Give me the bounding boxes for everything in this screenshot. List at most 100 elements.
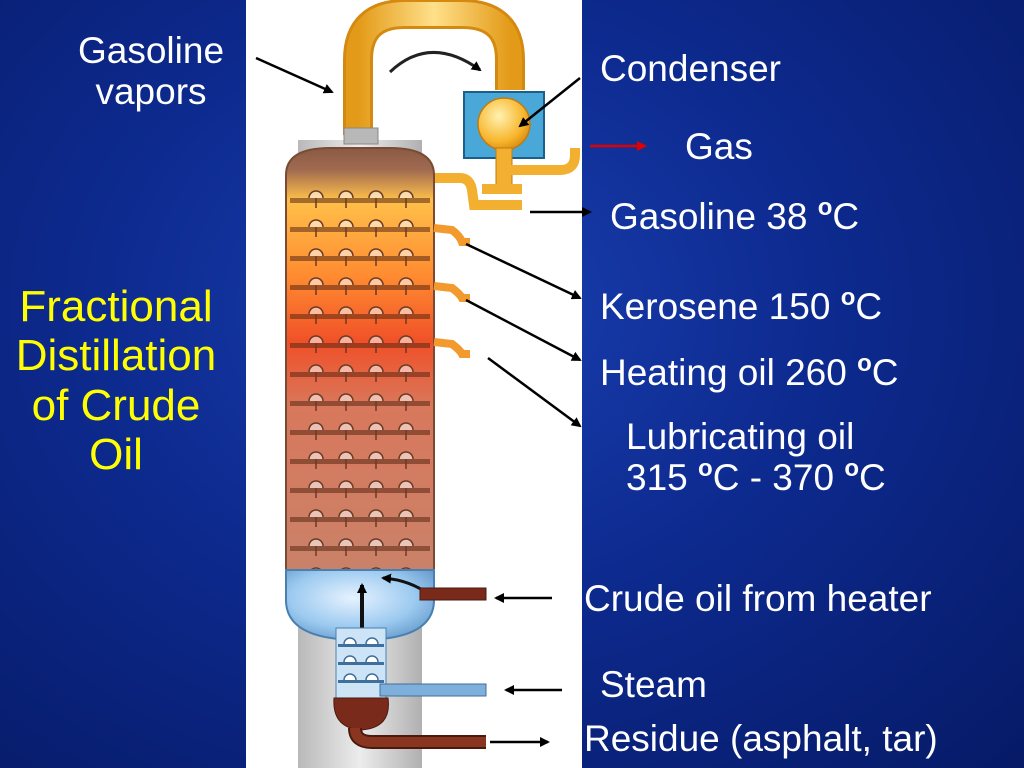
bubble-cap <box>308 364 324 373</box>
steam-inlet-pipe <box>379 683 487 697</box>
bubble-cap <box>308 190 324 199</box>
stripper-trays <box>338 637 384 683</box>
gasoline-pipe <box>425 173 522 210</box>
bubble-cap <box>368 451 384 460</box>
bubble-cap <box>338 277 354 286</box>
bubble-cap <box>398 509 414 518</box>
lubricating-oil-arrow <box>487 356 582 428</box>
column-tray <box>290 372 430 377</box>
column-tray <box>290 285 430 290</box>
bubble-cap <box>398 190 414 199</box>
stripper-cap <box>365 655 379 663</box>
bubble-cap <box>308 480 324 489</box>
column-tray <box>290 198 430 203</box>
bubble-cap <box>398 451 414 460</box>
gasoline-degree: o <box>817 194 833 221</box>
heating-oil-label: Heating oil 260 oC <box>600 350 899 394</box>
stripper-cap <box>343 637 357 645</box>
stripper-cap <box>343 655 357 663</box>
column-tray <box>290 314 430 319</box>
bubble-cap <box>308 509 324 518</box>
residue-outlet-pipe <box>350 727 486 747</box>
bubble-cap <box>338 335 354 344</box>
residue-label: Residue (asphalt, tar) <box>584 718 938 759</box>
bubble-cap <box>368 335 384 344</box>
column-tray <box>290 517 430 522</box>
bubble-cap <box>308 335 324 344</box>
bubble-cap <box>308 422 324 431</box>
reflux-pipe <box>482 184 522 194</box>
kerosene-label: Kerosene 150 oC <box>600 286 883 328</box>
kerosene-arrow <box>465 242 582 300</box>
lubricating-oil-name: Lubricating oil <box>626 416 855 457</box>
bubble-cap <box>338 364 354 373</box>
bubble-cap <box>338 422 354 431</box>
steam-label: Steam <box>600 664 707 705</box>
stripper-tray <box>338 644 384 647</box>
vapor-pipe <box>346 1 522 135</box>
crude-inlet-pipe <box>419 587 487 601</box>
kerosene-draw-pipe <box>433 224 470 246</box>
gasoline-text: Gasoline 38 <box>610 196 818 237</box>
heating-oil-arrow <box>465 298 582 362</box>
bubble-cap <box>398 335 414 344</box>
bubble-cap <box>338 190 354 199</box>
column-tray <box>290 401 430 406</box>
lubricating-temp-a: 315 <box>626 457 699 499</box>
lubricating-oil-label: Lubricating oil 315 oC - 370 oC <box>626 416 886 499</box>
lubricating-oil-range: 315 oC - 370 oC <box>626 455 886 499</box>
bubble-cap <box>338 509 354 518</box>
bubble-cap <box>338 480 354 489</box>
bubble-cap <box>398 277 414 286</box>
condenser-label: Condenser <box>600 48 782 89</box>
title-line-2: Distillation <box>15 331 217 381</box>
bubble-cap <box>308 277 324 286</box>
column-tray <box>290 546 430 551</box>
gasoline-label: Gasoline 38 oC <box>610 194 859 238</box>
bubble-cap <box>368 190 384 199</box>
lubricating-degree-b: o <box>844 455 859 483</box>
title-line-3: of Crude <box>31 380 201 430</box>
bubble-cap <box>338 538 354 547</box>
stripper-cap <box>365 637 379 645</box>
gas-pipe <box>510 148 580 175</box>
heating-oil-draw-pipe <box>433 282 470 302</box>
gasoline-vapors-line-2: vapors <box>95 71 207 113</box>
condenser-pointer <box>518 77 581 128</box>
heating-oil-degree: o <box>857 350 872 377</box>
bubble-cap <box>398 248 414 257</box>
bubble-cap <box>368 480 384 489</box>
lubricating-degree-a: o <box>698 455 713 483</box>
stripper-cap <box>343 673 357 681</box>
kerosene-unit: C <box>855 286 883 327</box>
gasoline-vapors-pointer <box>255 56 334 94</box>
title-line-1: Fractional <box>19 282 213 331</box>
stripper-cap <box>365 673 379 681</box>
diagram-title: Fractional Distillation of Crude Oil <box>0 282 232 479</box>
bubble-cap <box>338 451 354 460</box>
heating-oil-unit: C <box>871 352 899 393</box>
bubble-cap <box>368 248 384 257</box>
lubricating-temp-b: C - 370 <box>712 457 845 499</box>
bubble-cap <box>368 306 384 315</box>
title-line-4: Oil <box>89 429 143 479</box>
bubble-cap <box>368 393 384 402</box>
bubble-cap <box>368 538 384 547</box>
gasoline-vapors-line-1: Gasoline <box>77 30 225 71</box>
column-tray <box>290 430 430 435</box>
heating-oil-text: Heating oil 260 <box>600 352 858 393</box>
column-tray <box>290 343 430 348</box>
column-tray <box>290 459 430 464</box>
column-tray <box>290 488 430 493</box>
stripper-tray <box>338 680 384 683</box>
bubble-cap <box>308 451 324 460</box>
bubble-cap <box>308 538 324 547</box>
vapor-pipe-flange <box>343 127 379 145</box>
bubble-cap <box>368 364 384 373</box>
crude-oil-label: Crude oil from heater <box>584 578 932 619</box>
gas-label: Gas <box>685 126 753 167</box>
bubble-cap <box>398 219 414 228</box>
lubricating-unit: C <box>858 457 886 499</box>
column-tray <box>290 227 430 232</box>
